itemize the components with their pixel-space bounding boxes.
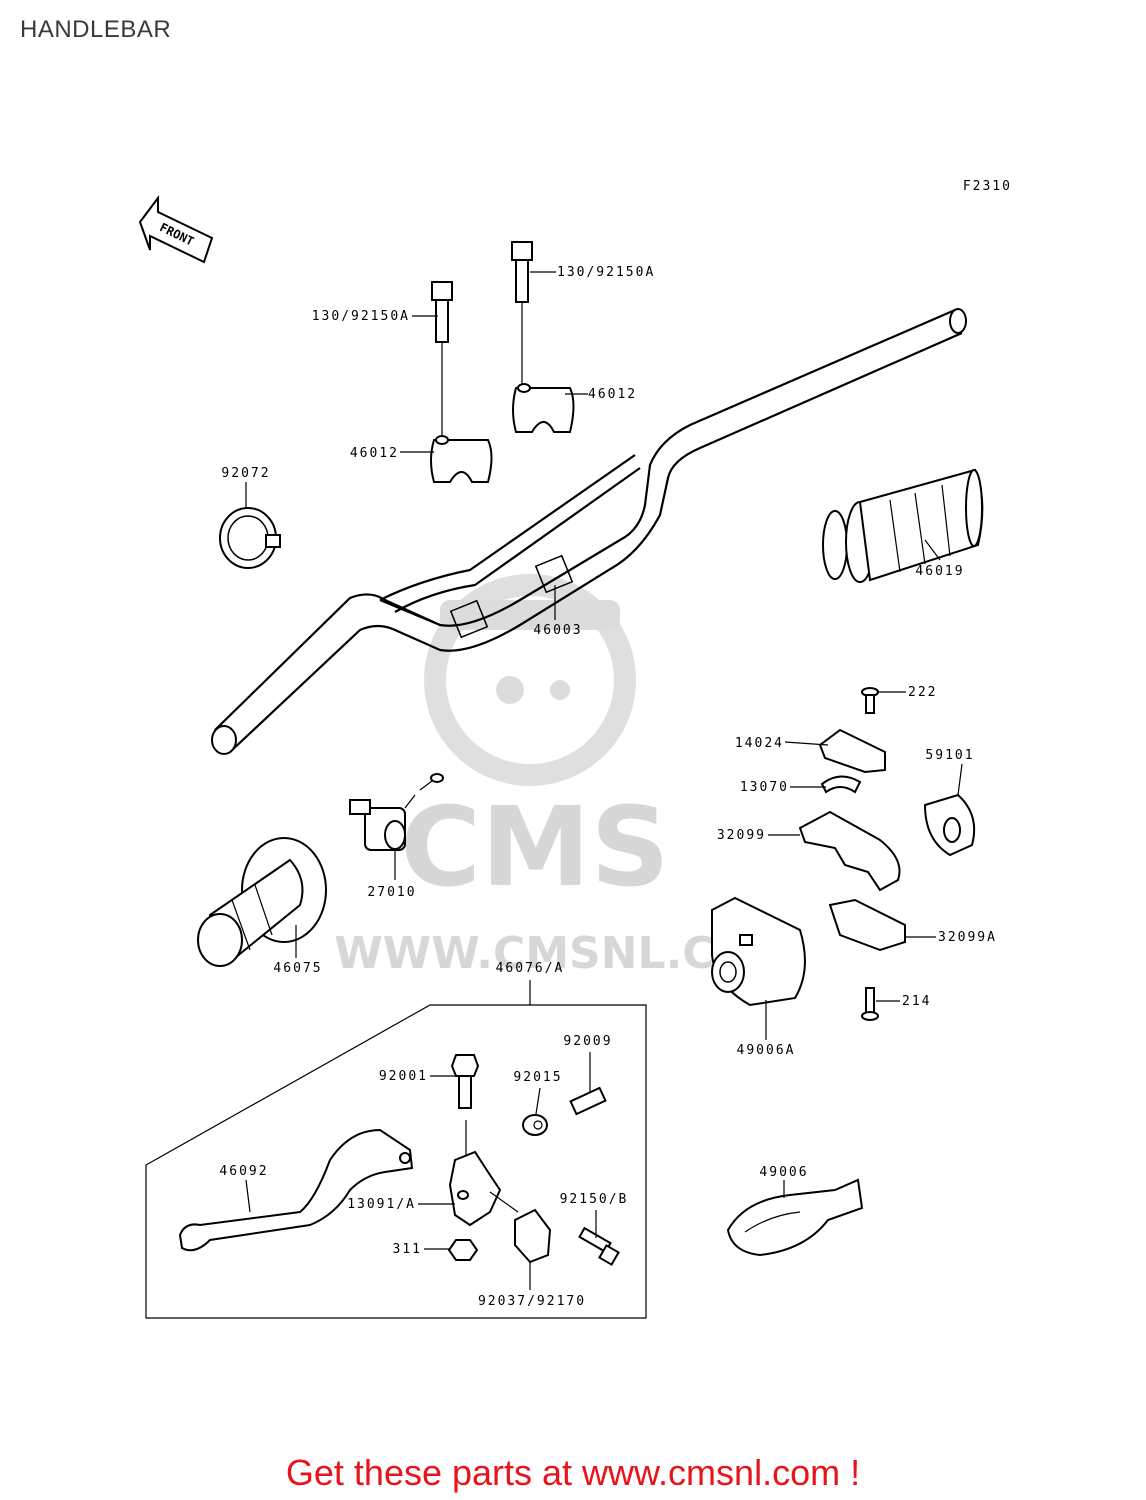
nut-311 <box>447 1239 479 1261</box>
housing-32099a <box>828 898 906 952</box>
screw-222 <box>861 687 879 714</box>
screw-214 <box>861 987 879 1021</box>
handlebar-clamp-bolt-right <box>511 241 533 385</box>
label-59101: 59101 <box>925 748 974 763</box>
label-49006: 49006 <box>759 1165 808 1180</box>
boot-49006 <box>726 1178 864 1257</box>
label-130-92150a-right: 130/92150A <box>557 265 655 280</box>
lever-holder-13091 <box>448 1150 502 1227</box>
label-92001: 92001 <box>379 1069 428 1084</box>
watermark: CMS WWW.CMSNL.COM <box>334 574 796 979</box>
label-92150-b: 92150/B <box>560 1192 629 1207</box>
grip-band-92072 <box>219 507 281 569</box>
front-arrow-icon: FRONT <box>138 195 214 264</box>
adjuster-92009 <box>569 1086 607 1116</box>
handlebar-tube <box>211 308 967 755</box>
leader-lines <box>245 271 963 1290</box>
label-13070: 13070 <box>740 780 789 795</box>
label-46092: 46092 <box>219 1164 268 1179</box>
cover-14024 <box>818 728 886 774</box>
label-32099a: 32099A <box>938 930 997 945</box>
handlebar-clamp-bolt-left <box>431 281 453 435</box>
label-92037-92170: 92037/92170 <box>478 1294 586 1309</box>
housing-32099 <box>798 810 901 892</box>
exploded-parts-diagram: CMS WWW.CMSNL.COM F2310 FRONT <box>138 179 1012 1319</box>
label-214: 214 <box>902 994 931 1009</box>
label-222: 222 <box>908 685 937 700</box>
throttle-cover-49006a <box>711 896 806 1007</box>
figure-code: F2310 <box>963 179 1012 194</box>
left-grip-46075 <box>197 837 327 967</box>
label-13091-a: 13091/A <box>347 1197 416 1212</box>
watermark-brand: CMS <box>400 783 669 911</box>
label-46076-a: 46076/A <box>496 961 565 976</box>
bolt-92001 <box>450 1054 480 1109</box>
label-46012-left: 46012 <box>350 446 399 461</box>
label-32099: 32099 <box>717 828 766 843</box>
throttle-drum-59101 <box>923 793 976 857</box>
label-46003: 46003 <box>533 623 582 638</box>
watermark-mascot-head <box>424 574 636 786</box>
kill-switch-27010 <box>349 773 444 851</box>
nut-92015 <box>522 1114 548 1136</box>
watermark-mascot-eye <box>496 676 524 704</box>
label-49006a: 49006A <box>737 1043 796 1058</box>
label-311: 311 <box>393 1242 422 1257</box>
cta-banner[interactable]: Get these parts at www.cmsnl.com ! <box>285 1452 861 1493</box>
handlebar-clamp-left <box>430 435 493 483</box>
knurl-zone <box>534 554 574 594</box>
label-92072: 92072 <box>221 466 270 481</box>
handlebar-clamp-right <box>512 383 575 433</box>
label-92015: 92015 <box>513 1070 562 1085</box>
label-46012-right: 46012 <box>588 387 637 402</box>
watermark-mascot-eye <box>550 680 570 700</box>
lever-assembly-box <box>145 1004 647 1319</box>
label-46019: 46019 <box>915 564 964 579</box>
page-title: HANDLEBAR <box>20 16 172 43</box>
label-14024: 14024 <box>735 736 784 751</box>
label-130-92150a-left: 130/92150A <box>312 309 410 324</box>
label-92009: 92009 <box>563 1034 612 1049</box>
guide-13070 <box>820 775 862 794</box>
label-46075: 46075 <box>273 961 322 976</box>
knurl-zone <box>449 599 489 639</box>
bolt-92150b <box>578 1226 620 1266</box>
lever-46092 <box>178 1128 414 1252</box>
label-27010: 27010 <box>367 885 416 900</box>
throttle-grip-46019 <box>822 468 984 583</box>
clamp-92037 <box>514 1208 552 1264</box>
